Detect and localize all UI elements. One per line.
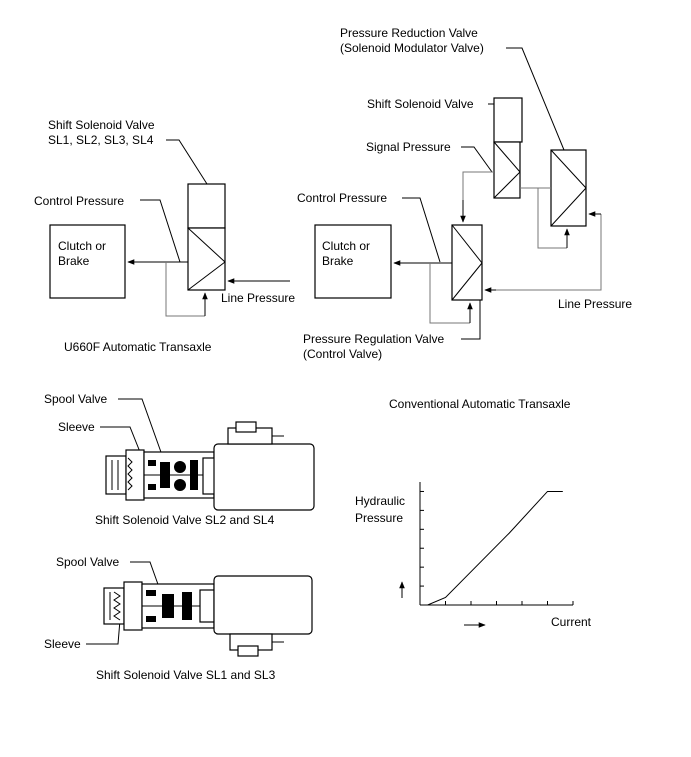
conv-clutch-label-1: Clutch or <box>322 239 370 253</box>
u660f-control-leader <box>140 199 181 263</box>
graph-ylabel-1: Hydraulic <box>355 494 405 508</box>
valve-a-solenoid <box>213 443 315 511</box>
conv-solenoid-coil <box>493 97 523 143</box>
valve-sl2-sl4: Spool Valve Sleeve Shift Solenoid Valve … <box>44 392 315 527</box>
reduction-valve-label-2: (Solenoid Modulator Valve) <box>340 41 484 55</box>
pressure-curve <box>420 490 563 606</box>
valve-a-spool-label: Spool Valve <box>44 392 107 406</box>
conv-control-pressure-label: Control Pressure <box>297 191 387 205</box>
conv-solenoid-label: Shift Solenoid Valve <box>367 97 474 111</box>
reduction-feedback <box>537 188 567 249</box>
u660f-solenoid-label-2: SL1, SL2, SL3, SL4 <box>48 133 154 147</box>
signal-pressure-label: Signal Pressure <box>366 140 451 154</box>
valve-sl1-sl3: Spool Valve Sleeve Shift Solenoid Valve … <box>44 555 313 682</box>
graph-xlabel: Current <box>551 615 592 629</box>
graph-ticks <box>420 490 574 605</box>
u660f-control-pressure-label: Control Pressure <box>34 194 124 208</box>
u660f-feedback <box>165 262 205 317</box>
graph-ylabel-2: Pressure <box>355 511 403 525</box>
reduction-valve-body <box>550 149 587 227</box>
conv-control-leader <box>402 197 441 263</box>
conv-line-pressure-label: Line Pressure <box>558 297 632 311</box>
valve-b-caption: Shift Solenoid Valve SL1 and SL3 <box>96 668 276 682</box>
u660f-solenoid-coil <box>187 183 226 229</box>
regulation-valve-label-1: Pressure Regulation Valve <box>303 332 445 346</box>
valve-b-spool-label: Spool Valve <box>56 555 119 569</box>
u660f-valve-body <box>187 227 226 291</box>
u660f-solenoid-leader <box>166 139 208 185</box>
u660f-title: U660F Automatic Transaxle <box>64 340 212 354</box>
conv-feedback <box>429 263 470 324</box>
signal-line <box>462 171 494 200</box>
valve-a-caption: Shift Solenoid Valve SL2 and SL4 <box>95 513 275 527</box>
valve-a-sleeve-label: Sleeve <box>58 420 95 434</box>
conv-title: Conventional Automatic Transaxle <box>389 397 571 411</box>
regulation-valve-label-2: (Control Valve) <box>303 347 382 361</box>
valve-b-sleeve-label: Sleeve <box>44 637 81 651</box>
conv-solenoid-valve <box>493 141 521 199</box>
conv-line-pipe <box>494 214 602 291</box>
u660f-clutch-label-1: Clutch or <box>58 239 106 253</box>
u660f-solenoid-label-1: Shift Solenoid Valve <box>48 118 155 132</box>
regulation-valve-body <box>451 224 483 301</box>
u660f-clutch-box <box>49 224 126 299</box>
signal-leader <box>461 146 493 173</box>
conventional-circuit: Pressure Reduction Valve (Solenoid Modul… <box>297 26 632 411</box>
valve-b-solenoid <box>213 575 313 635</box>
u660f-clutch-label-2: Brake <box>58 254 90 268</box>
reduction-valve-label-1: Pressure Reduction Valve <box>340 26 478 40</box>
conv-clutch-label-2: Brake <box>322 254 354 268</box>
reduction-leader <box>506 47 565 151</box>
regulation-leader <box>461 300 481 340</box>
pressure-current-graph: Hydraulic Pressure Current <box>355 482 592 629</box>
u660f-circuit: Shift Solenoid Valve SL1, SL2, SL3, SL4 … <box>34 118 295 354</box>
conv-clutch-box <box>314 224 392 299</box>
u660f-line-pressure-label: Line Pressure <box>221 291 295 305</box>
